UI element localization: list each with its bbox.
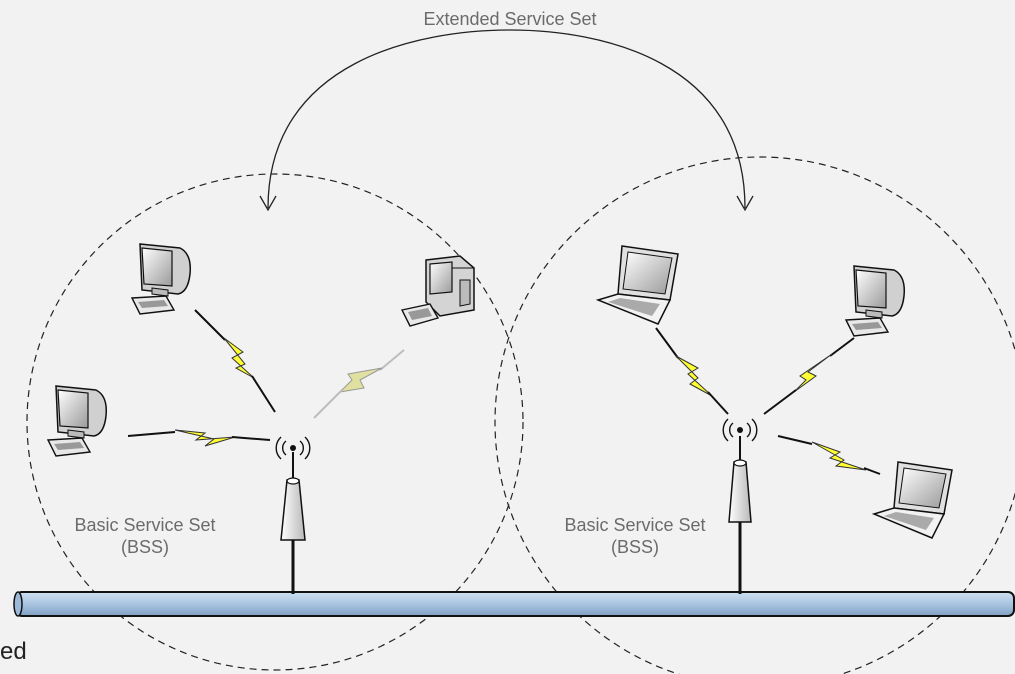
- laptop-icon: [871, 461, 953, 539]
- crt-monitor-icon: [844, 265, 906, 337]
- wireless-link: [763, 337, 855, 415]
- crt-monitor-icon: [46, 385, 108, 457]
- wireless-link: [127, 429, 271, 447]
- desktop-tower-icon: [400, 255, 475, 327]
- bss-label-line: Basic Service Set: [564, 515, 706, 535]
- bss-label-left: Basic Service Set (BSS): [30, 514, 260, 558]
- text-fragment: ed: [0, 638, 27, 665]
- ess-arc-arrow: [267, 29, 746, 209]
- bss-label-line: Basic Service Set: [74, 515, 216, 535]
- wireless-link-dim: [313, 349, 405, 419]
- arrowhead-left: [259, 195, 277, 212]
- wireless-link: [655, 327, 729, 415]
- bss-coverage-circle-right: [494, 156, 1015, 674]
- access-point-icon: [722, 418, 758, 594]
- bss-label-abbr: (BSS): [610, 537, 659, 557]
- ess-title: Extended Service Set: [423, 9, 597, 29]
- crt-monitor-icon: [130, 243, 192, 315]
- bss-label-abbr: (BSS): [120, 537, 169, 557]
- bss-label-right: Basic Service Set (BSS): [520, 514, 750, 558]
- bss-coverage-circle-left: [26, 173, 524, 671]
- wireless-link: [194, 309, 276, 413]
- arrowhead-right: [736, 195, 754, 212]
- wireless-link: [777, 435, 881, 475]
- access-point-icon: [275, 436, 311, 594]
- laptop-icon: [595, 245, 679, 325]
- distribution-cable: [13, 591, 1015, 617]
